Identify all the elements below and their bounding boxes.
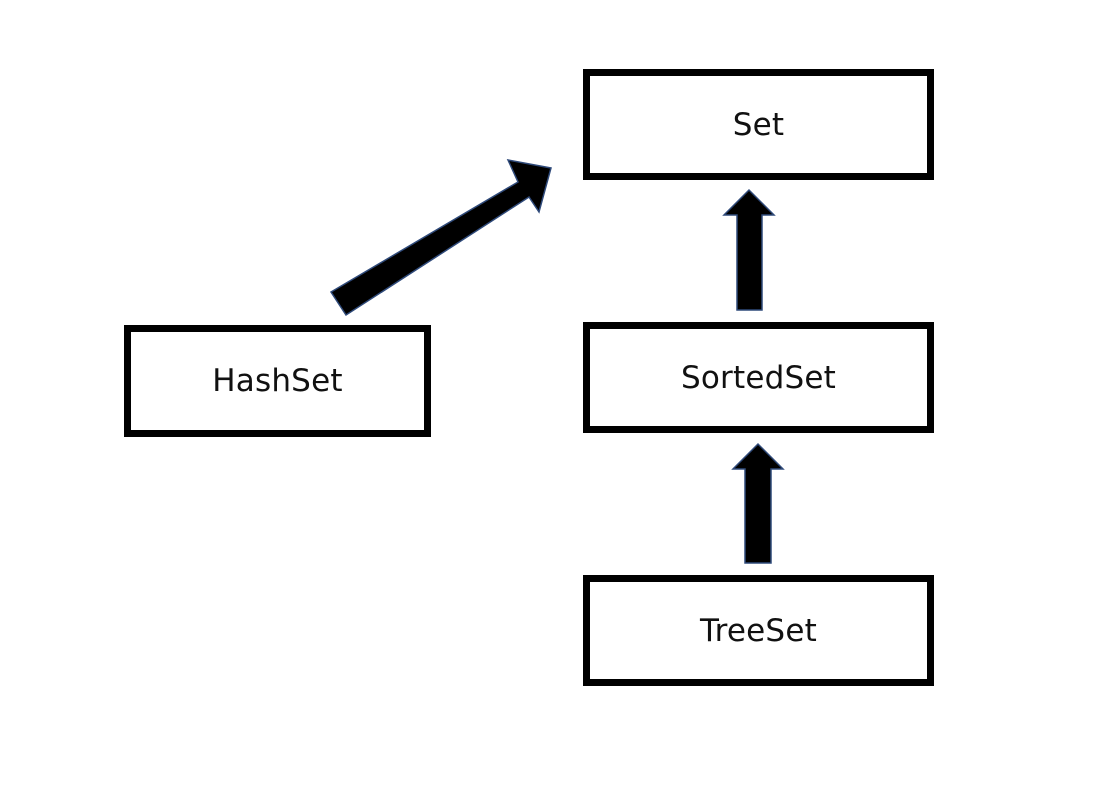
node-sortedset-label: SortedSet: [681, 359, 836, 396]
arrow-treeset-to-sortedset: [731, 442, 785, 564]
node-treeset: TreeSet: [583, 575, 934, 686]
arrow-hashset-to-set: [329, 158, 552, 317]
node-set: Set: [583, 69, 934, 180]
node-hashset-label: HashSet: [212, 363, 343, 399]
arrow-sortedset-to-set: [722, 188, 776, 311]
node-set-label: Set: [732, 106, 785, 143]
node-sortedset: SortedSet: [583, 322, 934, 433]
node-treeset-label: TreeSet: [700, 612, 817, 649]
node-hashset: HashSet: [124, 325, 431, 437]
